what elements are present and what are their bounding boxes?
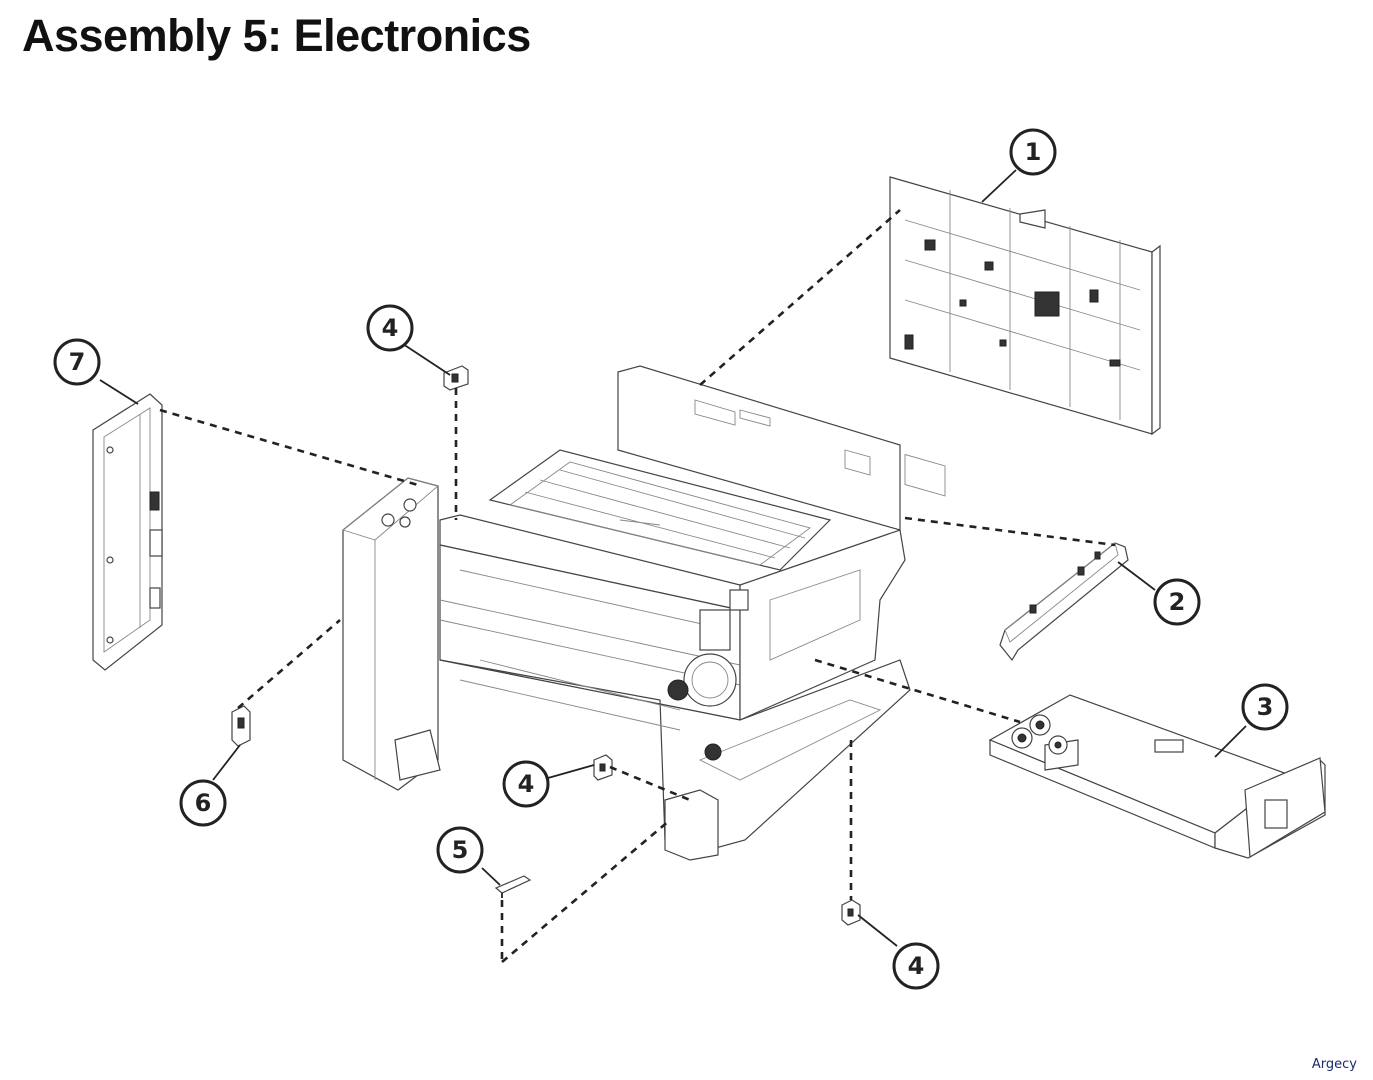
callout-1-number: 1 — [1025, 138, 1042, 166]
power-supply-part — [988, 694, 1326, 859]
callout-7-number: 7 — [69, 348, 86, 376]
callout-2-number: 2 — [1169, 588, 1186, 616]
callout-6: 6 — [179, 779, 227, 827]
callout-5-number: 5 — [452, 836, 469, 864]
sensor-part-mid — [593, 754, 613, 781]
explode-lines — [159, 209, 1116, 963]
callout-5: 5 — [436, 826, 484, 874]
sensor-part-top — [443, 365, 469, 391]
callout-3-number: 3 — [1257, 693, 1274, 721]
controller-board-part — [889, 176, 1161, 497]
callout-6-number: 6 — [195, 789, 212, 817]
flag-part — [494, 875, 532, 898]
callout-4a-number: 4 — [382, 314, 399, 342]
callout-1: 1 — [1009, 128, 1057, 176]
switch-part — [231, 705, 251, 747]
callout-4b-number: 4 — [518, 770, 535, 798]
callout-4c: 4 — [892, 942, 940, 990]
callout-7: 7 — [53, 338, 101, 386]
callout-3: 3 — [1241, 683, 1289, 731]
callout-leaders — [99, 169, 1247, 947]
callout-4b: 4 — [502, 760, 550, 808]
callout-4a: 4 — [366, 304, 414, 352]
printer-frame — [342, 365, 911, 861]
callout-4c-number: 4 — [908, 952, 925, 980]
side-board-part — [92, 393, 163, 671]
sensor-bracket-part — [999, 542, 1129, 662]
page-title: Assembly 5: Electronics — [22, 10, 531, 61]
callout-2: 2 — [1153, 578, 1201, 626]
sensor-part-bottom — [841, 899, 861, 926]
watermark-text: Argecy — [1311, 1057, 1357, 1072]
